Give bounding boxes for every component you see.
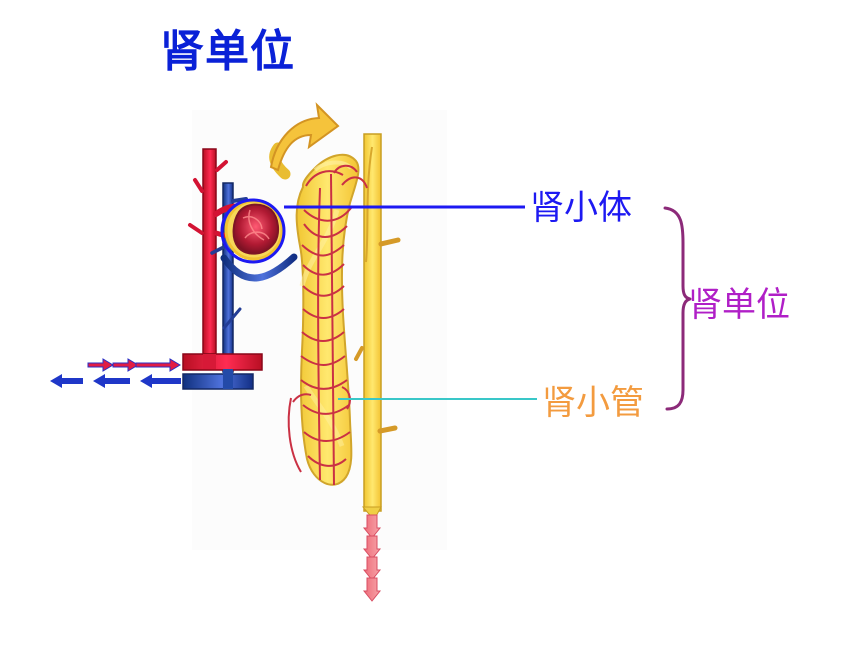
filtrate-flow-arrow [269, 102, 340, 172]
curved-arrow-icon [269, 102, 340, 172]
arrow-icon [87, 358, 181, 372]
urine-flow-arrows [362, 514, 382, 602]
bowman-capsule [220, 198, 286, 264]
collecting-duct [354, 133, 401, 521]
arrow-icon [50, 374, 181, 388]
renal-corpuscle-label: 肾小体 [530, 188, 632, 228]
loop-capillaries [287, 164, 368, 486]
highlight-circle [220, 198, 286, 264]
grouping-brace [663, 206, 692, 411]
blood-flow-arrows [50, 358, 181, 388]
renal-tubule-label: 肾小管 [542, 383, 644, 423]
page-title: 肾单位 [160, 26, 295, 77]
nephron-label: 肾单位 [688, 285, 790, 325]
connector-lines [284, 205, 692, 411]
